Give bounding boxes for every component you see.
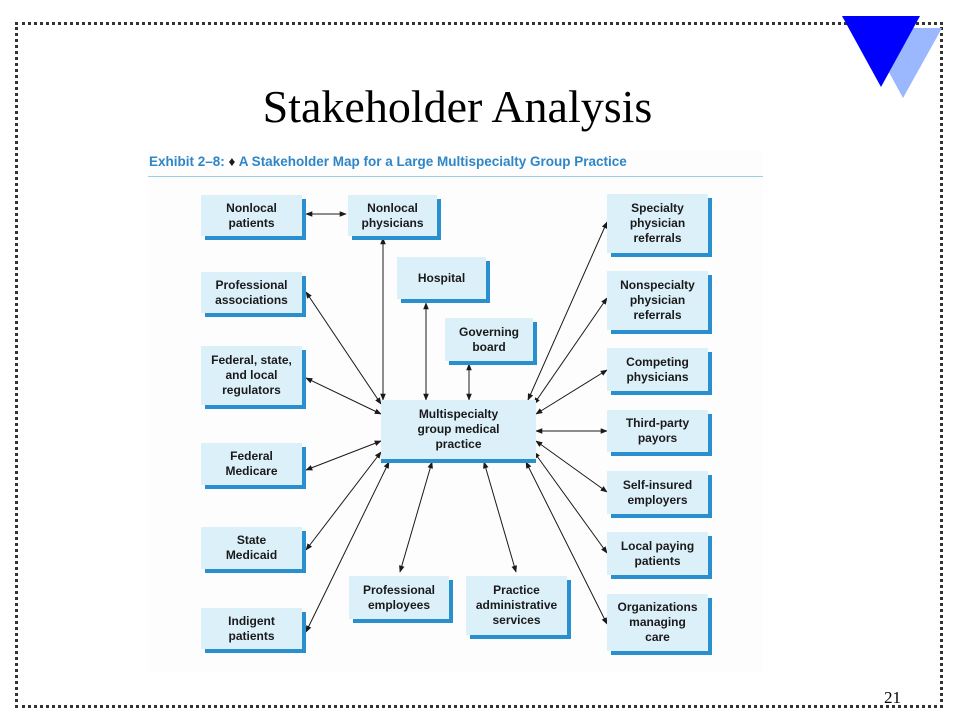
- node-label: Federal, state, and local regulators: [211, 353, 292, 397]
- node-label: Nonlocal physicians: [361, 200, 424, 230]
- node-professional-employees: Professional employees: [349, 576, 449, 619]
- node-governing-board: Governing board: [445, 318, 533, 361]
- node-nonspecialty-referrals: Nonspecialty physician referrals: [607, 271, 708, 330]
- node-practice-admin-services: Practice administrative services: [466, 576, 567, 635]
- node-label: Third-party payors: [625, 416, 690, 445]
- node-label: Self-insured employers: [622, 477, 693, 507]
- node-label: Federal Medicare: [225, 449, 278, 478]
- node-self-insured-employers: Self-insured employers: [607, 471, 708, 514]
- node-label: Professional employees: [362, 582, 436, 612]
- node-federal-medicare: Federal Medicare: [201, 443, 302, 485]
- diamond-icon: ♦: [228, 154, 236, 169]
- node-nonlocal-patients: Nonlocal patients: [201, 195, 302, 236]
- node-label: Professional associations: [215, 277, 288, 307]
- node-label: Nonlocal patients: [226, 200, 277, 230]
- node-organizations-managing-care: Organizations managing care: [607, 594, 708, 651]
- node-label: Hospital: [417, 270, 466, 285]
- exhibit-caption: Exhibit 2–8: ♦ A Stakeholder Map for a L…: [149, 154, 627, 169]
- node-local-paying-patients: Local paying patients: [607, 532, 708, 575]
- node-label: Indigent patients: [228, 613, 275, 643]
- node-nonlocal-physicians: Nonlocal physicians: [348, 195, 437, 236]
- caption-divider: [148, 176, 763, 177]
- node-state-medicaid: State Medicaid: [201, 527, 302, 569]
- slide-title: Stakeholder Analysis: [262, 81, 653, 132]
- node-indigent-patients: Indigent patients: [201, 608, 302, 649]
- node-label: Multispecialty group medical practice: [417, 407, 500, 451]
- slide-frame: [15, 22, 943, 708]
- node-label: Practice administrative services: [475, 583, 558, 627]
- node-label: Local paying patients: [620, 538, 695, 568]
- node-third-party-payors: Third-party payors: [607, 410, 708, 452]
- node-label: Specialty physician referrals: [629, 201, 686, 245]
- node-label: Nonspecialty physician referrals: [620, 278, 695, 322]
- node-center-practice: Multispecialty group medical practice: [381, 400, 536, 459]
- node-professional-associations: Professional associations: [201, 272, 302, 313]
- node-regulators: Federal, state, and local regulators: [201, 346, 302, 405]
- exhibit-caption-text: A Stakeholder Map for a Large Multispeci…: [238, 154, 627, 169]
- page-number: 21: [884, 688, 901, 707]
- node-hospital: Hospital: [397, 257, 486, 299]
- node-label: Competing physicians: [626, 354, 689, 384]
- node-label: Governing board: [458, 324, 519, 354]
- node-specialty-referrals: Specialty physician referrals: [607, 194, 708, 253]
- node-label: Organizations managing care: [617, 600, 698, 644]
- node-label: State Medicaid: [225, 533, 278, 562]
- node-competing-physicians: Competing physicians: [607, 348, 708, 391]
- exhibit-label: Exhibit 2–8:: [149, 154, 225, 169]
